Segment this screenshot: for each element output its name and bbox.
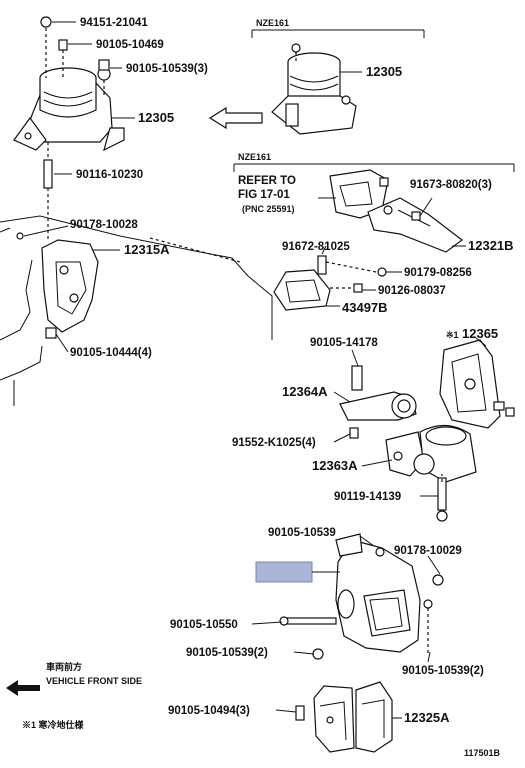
label-90126-08037[interactable]: 90126-08037 xyxy=(378,285,446,297)
label-90105-10494-3[interactable]: 90105-10494(3) xyxy=(168,705,250,717)
front-mount-12364A-12363A xyxy=(339,365,477,522)
label-12364A[interactable]: 12364A xyxy=(282,384,328,399)
label-nze161-top: NZE161 xyxy=(256,18,289,28)
label-91552-K1025-4[interactable]: 91552-K1025(4) xyxy=(232,437,316,449)
label-90105-10444-4[interactable]: 90105-10444(4) xyxy=(70,347,152,359)
label-90178-10029[interactable]: 90178-10029 xyxy=(394,545,462,557)
label-12305-left[interactable]: 12305 xyxy=(138,110,174,125)
label-90119-14139[interactable]: 90119-14139 xyxy=(334,491,401,503)
right-engine-mount-12305 xyxy=(271,43,357,135)
bracket-43497B xyxy=(273,255,387,311)
label-12321B[interactable]: 12321B xyxy=(468,238,514,253)
label-12325A[interactable]: 12325A xyxy=(404,710,450,725)
label-90105-10469[interactable]: 90105-10469 xyxy=(96,39,164,51)
arrow-left-icon xyxy=(208,106,263,130)
left-engine-mount-12305 xyxy=(13,16,125,240)
label-12363A[interactable]: 12363A xyxy=(312,458,358,473)
label-90105-10539[interactable]: 90105-10539 xyxy=(268,527,336,539)
vehicle-front-en: VEHICLE FRONT SIDE xyxy=(46,676,142,686)
bracket-12315A xyxy=(16,232,99,339)
label-90179-08256[interactable]: 90179-08256 xyxy=(404,267,472,279)
label-91672-81025[interactable]: 91672-81025 xyxy=(282,241,350,253)
note-mark-1: ※1 xyxy=(446,330,459,340)
footnote: ※1 寒冷地仕様 xyxy=(22,719,85,730)
label-nze161-mid: NZE161 xyxy=(238,152,271,162)
refer-line-3: (PNC 25591) xyxy=(242,204,295,214)
label-12315A[interactable]: 12315A xyxy=(124,242,170,257)
lower-bracket-assembly xyxy=(279,533,444,660)
bracket-12365 xyxy=(439,339,515,429)
vehicle-front-arrow-icon xyxy=(6,680,40,696)
diagram-id: 117501B xyxy=(464,748,501,758)
label-90105-10539-2b[interactable]: 90105-10539(2) xyxy=(402,665,484,677)
engine-outline xyxy=(0,215,273,406)
bracket-12325A xyxy=(295,681,393,753)
refer-line-2[interactable]: FIG 17-01 xyxy=(238,189,290,201)
label-90105-10539-2a[interactable]: 90105-10539(2) xyxy=(186,647,268,659)
refer-line-1[interactable]: REFER TO xyxy=(238,175,296,187)
label-12305-right[interactable]: 12305 xyxy=(366,64,402,79)
label-43497B[interactable]: 43497B xyxy=(342,300,388,315)
label-90105-10539-3[interactable]: 90105-10539(3) xyxy=(126,63,208,75)
label-90116-10230[interactable]: 90116-10230 xyxy=(76,169,143,181)
highlighted-part-box[interactable] xyxy=(255,561,313,583)
label-91673-80820-3[interactable]: 91673-80820(3) xyxy=(410,179,492,191)
bracket-12321B xyxy=(329,169,463,253)
label-94151-21041[interactable]: 94151-21041 xyxy=(80,17,148,29)
vehicle-front-jp: 車両前方 xyxy=(46,661,82,672)
label-90105-10550[interactable]: 90105-10550 xyxy=(170,619,238,631)
label-12365[interactable]: 12365 xyxy=(462,326,498,341)
label-90178-10028[interactable]: 90178-10028 xyxy=(70,219,138,231)
label-90105-14178[interactable]: 90105-14178 xyxy=(310,337,378,349)
